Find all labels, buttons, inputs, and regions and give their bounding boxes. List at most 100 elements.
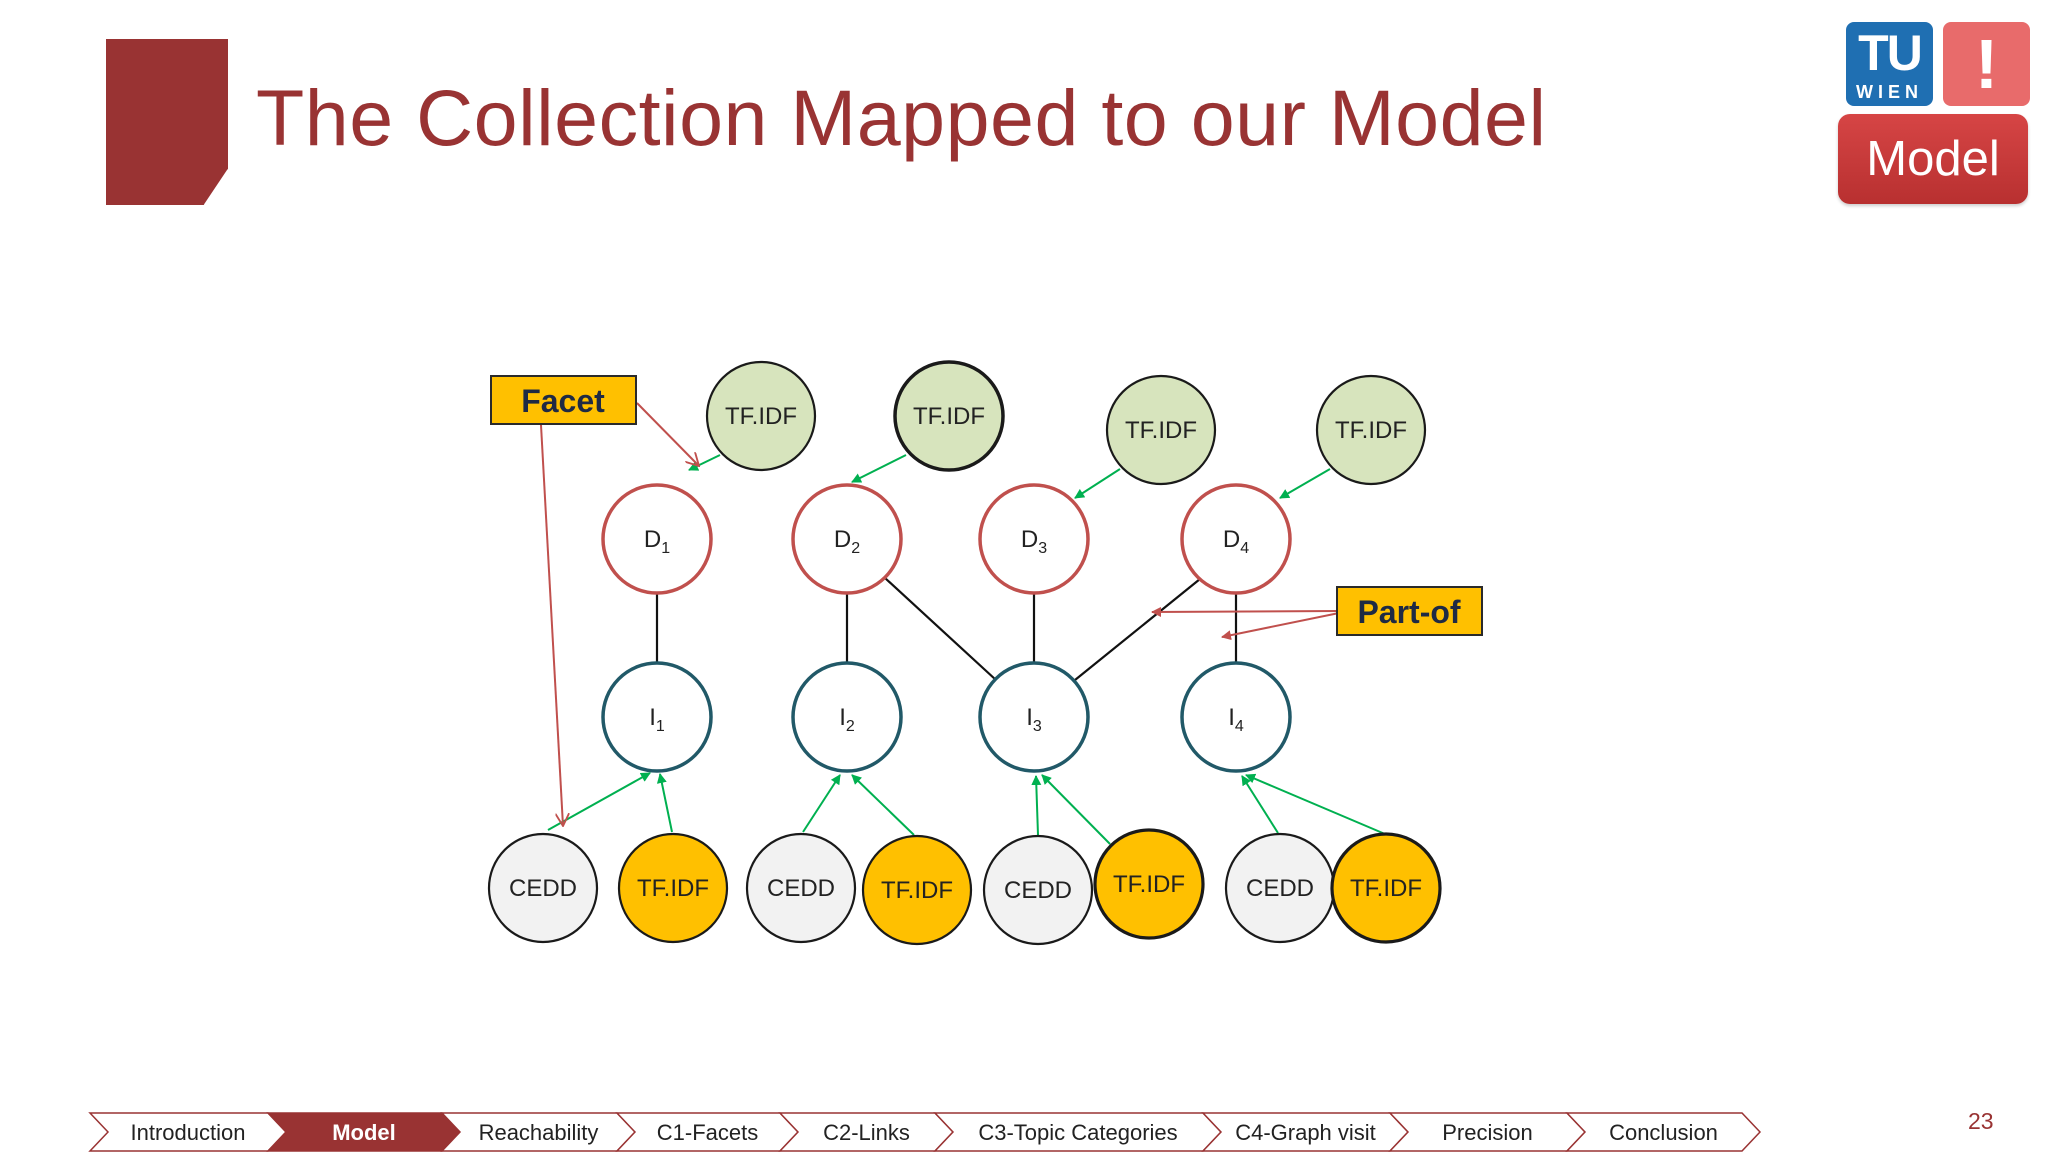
document-circle bbox=[601, 483, 713, 595]
tfidf-image-circle bbox=[861, 834, 973, 946]
image-base: I bbox=[839, 704, 846, 731]
edge-d4-i3 bbox=[1074, 578, 1201, 681]
nav-item-label: Reachability bbox=[479, 1120, 599, 1145]
tfidf-text-node: TF.IDF bbox=[1315, 374, 1427, 486]
image-label: I3 bbox=[1026, 704, 1042, 735]
image-label: I4 bbox=[1228, 704, 1244, 735]
nav-item-label: Precision bbox=[1442, 1120, 1532, 1145]
edge-d2-i3 bbox=[884, 577, 997, 681]
document-node: D1 bbox=[601, 483, 713, 595]
document-label: D1 bbox=[644, 526, 670, 557]
arrow-tfidf1-d1 bbox=[688, 454, 721, 471]
tfidf-image-node: TF.IDF bbox=[1330, 832, 1442, 944]
arrow-cedd2-i2 bbox=[802, 774, 841, 833]
image-node: I2 bbox=[791, 661, 903, 773]
document-node: D2 bbox=[791, 483, 903, 595]
image-subscript: 4 bbox=[1235, 718, 1244, 735]
document-label: D4 bbox=[1223, 526, 1249, 557]
image-nodes: I1 I2 I3 I4 bbox=[601, 661, 1292, 773]
part-of-callout-box bbox=[1336, 586, 1483, 636]
nav-item[interactable]: Model bbox=[266, 1112, 462, 1152]
tfidf-image-node: TF.IDF bbox=[1093, 828, 1205, 940]
tfidf-image-circle bbox=[617, 832, 729, 944]
cedd-label: CEDD bbox=[767, 875, 835, 902]
document-label: D2 bbox=[834, 526, 860, 557]
image-facet-nodes: CEDD TF.IDF CEDD TF.IDF CEDD TF.IDF CEDD bbox=[487, 828, 1442, 946]
document-node: D3 bbox=[978, 483, 1090, 595]
exclamation-logo: ! bbox=[1943, 22, 2030, 106]
image-facet-arrows bbox=[547, 772, 1386, 845]
arrow-tfidf-i1 bbox=[656, 773, 673, 833]
part-of-callout-label: Part-of bbox=[1357, 594, 1460, 630]
tfidf-image-label: TF.IDF bbox=[1350, 875, 1422, 902]
tfidf-image-label: TF.IDF bbox=[637, 875, 709, 902]
tfidf-text-node: TF.IDF bbox=[893, 360, 1005, 472]
document-base: D bbox=[1223, 526, 1240, 553]
cedd-label: CEDD bbox=[1246, 875, 1314, 902]
arrow-tfidf2-d2 bbox=[851, 454, 907, 483]
nav-item-label: Model bbox=[332, 1120, 396, 1145]
logo-tu-text: TU bbox=[1858, 25, 1923, 81]
nav-item[interactable]: C1-Facets bbox=[615, 1112, 800, 1152]
cedd-circle bbox=[487, 832, 599, 944]
tfidf-text-label: TF.IDF bbox=[725, 403, 797, 430]
page-title: The Collection Mapped to our Model bbox=[256, 73, 1547, 162]
arrow-tfidf-i4 bbox=[1245, 773, 1386, 835]
nav-item[interactable]: Reachability bbox=[440, 1112, 637, 1152]
tfidf-text-label: TF.IDF bbox=[913, 403, 985, 430]
image-node: I3 bbox=[978, 661, 1090, 773]
document-subscript: 4 bbox=[1240, 540, 1249, 557]
nav-item[interactable]: Precision bbox=[1388, 1112, 1587, 1152]
tfidf-text-circle bbox=[705, 360, 817, 472]
partof-arrow-to-d4-i3 bbox=[1151, 606, 1340, 617]
nav-item-label: C1-Facets bbox=[657, 1120, 758, 1145]
tfidf-image-label: TF.IDF bbox=[1113, 871, 1185, 898]
nav-item[interactable]: C4-Graph visit bbox=[1201, 1112, 1410, 1152]
cedd-label: CEDD bbox=[1004, 877, 1072, 904]
document-subscript: 3 bbox=[1038, 540, 1047, 557]
nav-item-chevron bbox=[1565, 1112, 1762, 1152]
cedd-circle bbox=[745, 832, 857, 944]
nav-item[interactable]: C3-Topic Categories bbox=[933, 1112, 1223, 1152]
image-label: I1 bbox=[649, 704, 665, 735]
document-subscript: 1 bbox=[661, 540, 670, 557]
image-base: I bbox=[1228, 704, 1235, 731]
image-base: I bbox=[1026, 704, 1033, 731]
title-accent-block bbox=[106, 39, 228, 205]
tfidf-text-node: TF.IDF bbox=[1105, 374, 1217, 486]
image-node: I1 bbox=[601, 661, 713, 773]
tfidf-text-circle bbox=[893, 360, 1005, 472]
image-circle bbox=[1180, 661, 1292, 773]
arrow-cedd4-i4 bbox=[1241, 775, 1279, 834]
image-subscript: 1 bbox=[656, 718, 665, 735]
nav-item[interactable]: Conclusion bbox=[1565, 1112, 1762, 1152]
document-base: D bbox=[644, 526, 661, 553]
arrow-cedd3-i3 bbox=[1031, 775, 1042, 836]
cedd-node: CEDD bbox=[745, 832, 857, 944]
tfidf-text-label: TF.IDF bbox=[1125, 417, 1197, 444]
image-label: I2 bbox=[839, 704, 855, 735]
nav-item-label: Introduction bbox=[131, 1120, 246, 1145]
nav-item-label: C2-Links bbox=[823, 1120, 910, 1145]
facet-callout: Facet bbox=[490, 375, 637, 425]
document-image-edges bbox=[655, 577, 1238, 681]
document-circle bbox=[1180, 483, 1292, 595]
document-base: D bbox=[834, 526, 851, 553]
cedd-circle bbox=[982, 834, 1094, 946]
arrow-tfidf4-d4 bbox=[1279, 468, 1331, 499]
tfidf-image-circle bbox=[1330, 832, 1442, 944]
nav-item-label: Conclusion bbox=[1609, 1120, 1718, 1145]
tfidf-text-circle bbox=[1315, 374, 1427, 486]
image-circle bbox=[978, 661, 1090, 773]
nav-item[interactable]: C2-Links bbox=[778, 1112, 955, 1152]
text-facet-nodes: TF.IDF TF.IDF TF.IDF TF.IDF bbox=[705, 360, 1427, 486]
nav-item-label: C3-Topic Categories bbox=[978, 1120, 1177, 1145]
arrow-tfidf-i3 bbox=[1041, 774, 1111, 845]
logo-wien-text: WIEN bbox=[1856, 82, 1923, 102]
text-facet-arrows bbox=[688, 454, 1331, 499]
callout-arrows bbox=[540, 402, 1340, 826]
document-label: D3 bbox=[1021, 526, 1047, 557]
nav-item[interactable]: Introduction bbox=[88, 1112, 288, 1152]
document-base: D bbox=[1021, 526, 1038, 553]
